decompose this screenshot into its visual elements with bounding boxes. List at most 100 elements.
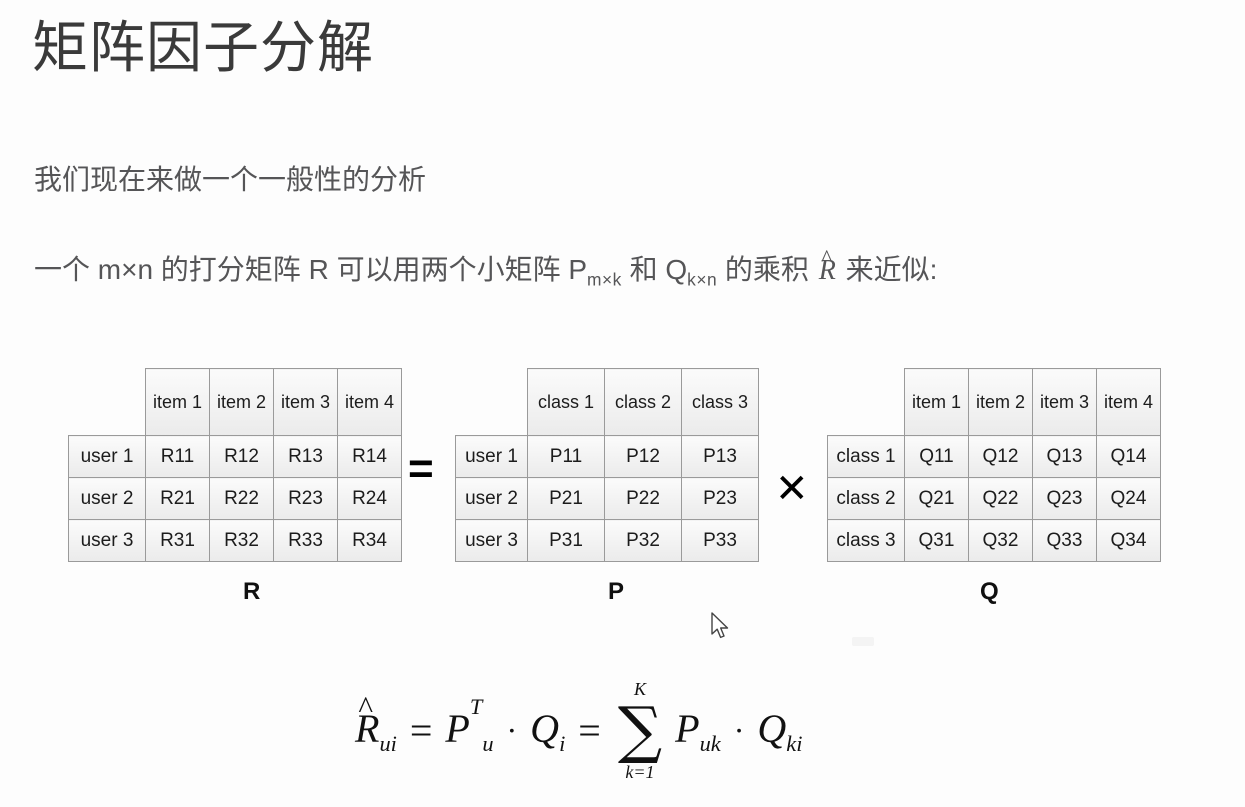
q-subscript: k×n bbox=[687, 269, 718, 290]
formula-equals-2: = bbox=[578, 708, 601, 753]
equals-operator: = bbox=[408, 444, 434, 493]
row-header: user 2 bbox=[455, 477, 528, 520]
table-row: class 1 Q11 Q12 Q13 Q14 bbox=[827, 435, 1161, 478]
row-header: user 3 bbox=[455, 519, 528, 562]
table-row: class 2 Q21 Q22 Q23 Q24 bbox=[827, 477, 1161, 520]
matrix-cell: Q31 bbox=[904, 519, 969, 562]
definition-text-part-a: 一个 m×n 的打分矩阵 R 可以用两个小矩阵 P bbox=[34, 254, 588, 285]
sigma-icon: ∑ bbox=[617, 693, 663, 766]
column-header: class 3 bbox=[681, 368, 759, 436]
matrix-cell: R22 bbox=[209, 477, 274, 520]
row-header: class 3 bbox=[827, 519, 905, 562]
matrix-cell: R32 bbox=[209, 519, 274, 562]
table-row: user 2 R21 R22 R23 R24 bbox=[68, 477, 402, 520]
intro-paragraph: 我们现在来做一个一般性的分析 bbox=[34, 164, 427, 195]
definition-text-part-c: 的乘积 bbox=[717, 254, 817, 285]
matrix-cell: Q14 bbox=[1096, 435, 1161, 478]
matrix-cell: P31 bbox=[527, 519, 605, 562]
p-subscript-u: u bbox=[482, 730, 494, 756]
matrix-cell: R23 bbox=[273, 477, 338, 520]
column-header: item 3 bbox=[1032, 368, 1097, 436]
matrix-cell: P13 bbox=[681, 435, 759, 478]
definition-paragraph: 一个 m×n 的打分矩阵 R 可以用两个小矩阵 Pm×k 和 Qk×n 的乘积 … bbox=[34, 246, 938, 292]
definition-text-part-b: 和 Q bbox=[621, 254, 688, 285]
matrix-cell: Q23 bbox=[1032, 477, 1097, 520]
column-header: item 1 bbox=[904, 368, 969, 436]
column-header: item 3 bbox=[273, 368, 338, 436]
matrix-table-R: item 1 item 2 item 3 item 4 user 1 R11 R… bbox=[68, 368, 402, 562]
page-title: 矩阵因子分解 bbox=[32, 16, 374, 79]
r-hat-symbol: ^R bbox=[355, 690, 380, 752]
matrix-cell: R34 bbox=[337, 519, 402, 562]
matrix-table-Q: item 1 item 2 item 3 item 4 class 1 Q11 … bbox=[827, 368, 1161, 562]
matrix-cell: Q32 bbox=[968, 519, 1033, 562]
r-hat-base: R bbox=[818, 255, 836, 286]
matrix-cell: R33 bbox=[273, 519, 338, 562]
matrix-cell: R12 bbox=[209, 435, 274, 478]
column-header: item 4 bbox=[1096, 368, 1161, 436]
matrix-cell: R31 bbox=[145, 519, 210, 562]
corner-cell bbox=[456, 369, 528, 436]
matrix-cell: P11 bbox=[527, 435, 605, 478]
column-header: item 4 bbox=[337, 368, 402, 436]
p-superscript-T: T bbox=[469, 693, 483, 719]
matrix-caption-P: P bbox=[608, 578, 625, 605]
table-row: user 3 P31 P32 P33 bbox=[455, 519, 759, 562]
row-header: class 2 bbox=[827, 477, 905, 520]
hat-accent-icon: ^ bbox=[358, 690, 374, 726]
table-header-row: class 1 class 2 class 3 bbox=[456, 368, 759, 436]
formula-dot-2: · bbox=[733, 712, 745, 748]
formula-p-uk-term: Puk bbox=[675, 705, 721, 757]
sum-upper-limit: K bbox=[633, 679, 646, 699]
corner-cell bbox=[69, 369, 146, 436]
row-header: user 1 bbox=[68, 435, 146, 478]
table-row: user 3 R31 R32 R33 R34 bbox=[68, 519, 402, 562]
row-header: user 2 bbox=[68, 477, 146, 520]
formula-dot-1: · bbox=[506, 712, 518, 748]
table-row: class 3 Q31 Q32 Q33 Q34 bbox=[827, 519, 1161, 562]
row-header: class 1 bbox=[827, 435, 905, 478]
puk-base: P bbox=[675, 705, 700, 751]
hat-accent-icon: ^ bbox=[821, 245, 833, 272]
matrix-cell: Q24 bbox=[1096, 477, 1161, 520]
puk-subscript: uk bbox=[699, 730, 721, 756]
matrix-table-P: class 1 class 2 class 3 user 1 P11 P12 P… bbox=[455, 368, 759, 562]
sum-lower-limit: k=1 bbox=[625, 762, 655, 782]
corner-cell bbox=[828, 369, 905, 436]
matrix-cell: P21 bbox=[527, 477, 605, 520]
table-row: user 1 P11 P12 P13 bbox=[455, 435, 759, 478]
factorization-formula: ^Rui = PTu · Qi = K ∑ k=1 Puk · Qki bbox=[355, 680, 802, 781]
definition-text-part-d: 来近似: bbox=[837, 254, 938, 285]
matrix-cell: P22 bbox=[604, 477, 682, 520]
formula-q-i-term: Qi bbox=[530, 705, 565, 757]
matrix-cell: Q11 bbox=[904, 435, 969, 478]
matrix-cell: Q33 bbox=[1032, 519, 1097, 562]
background-artifact bbox=[852, 637, 874, 646]
multiply-operator: ✕ bbox=[775, 467, 809, 511]
qki-subscript: ki bbox=[786, 730, 803, 756]
row-header: user 1 bbox=[455, 435, 528, 478]
matrix-cell: Q13 bbox=[1032, 435, 1097, 478]
formula-q-ki-term: Qki bbox=[757, 705, 802, 757]
r-base: R bbox=[355, 705, 380, 751]
matrix-cell: P12 bbox=[604, 435, 682, 478]
matrix-cell: P33 bbox=[681, 519, 759, 562]
matrix-cell: R14 bbox=[337, 435, 402, 478]
p-base: P bbox=[445, 705, 470, 751]
matrix-caption-Q: Q bbox=[980, 578, 999, 605]
column-header: class 2 bbox=[604, 368, 682, 436]
matrix-cell: Q34 bbox=[1096, 519, 1161, 562]
formula-p-transpose-term: PTu bbox=[445, 694, 494, 757]
matrix-cell: Q22 bbox=[968, 477, 1033, 520]
column-header: item 1 bbox=[145, 368, 210, 436]
p-subscript: m×k bbox=[587, 269, 622, 290]
table-row: user 2 P21 P22 P23 bbox=[455, 477, 759, 520]
column-header: item 2 bbox=[209, 368, 274, 436]
r-subscript: ui bbox=[379, 730, 397, 756]
table-header-row: item 1 item 2 item 3 item 4 bbox=[828, 368, 1161, 436]
q-subscript-i: i bbox=[559, 730, 566, 756]
formula-equals-1: = bbox=[409, 708, 433, 753]
formula-r-hat-term: ^Rui bbox=[355, 690, 397, 757]
matrix-cell: R13 bbox=[273, 435, 338, 478]
